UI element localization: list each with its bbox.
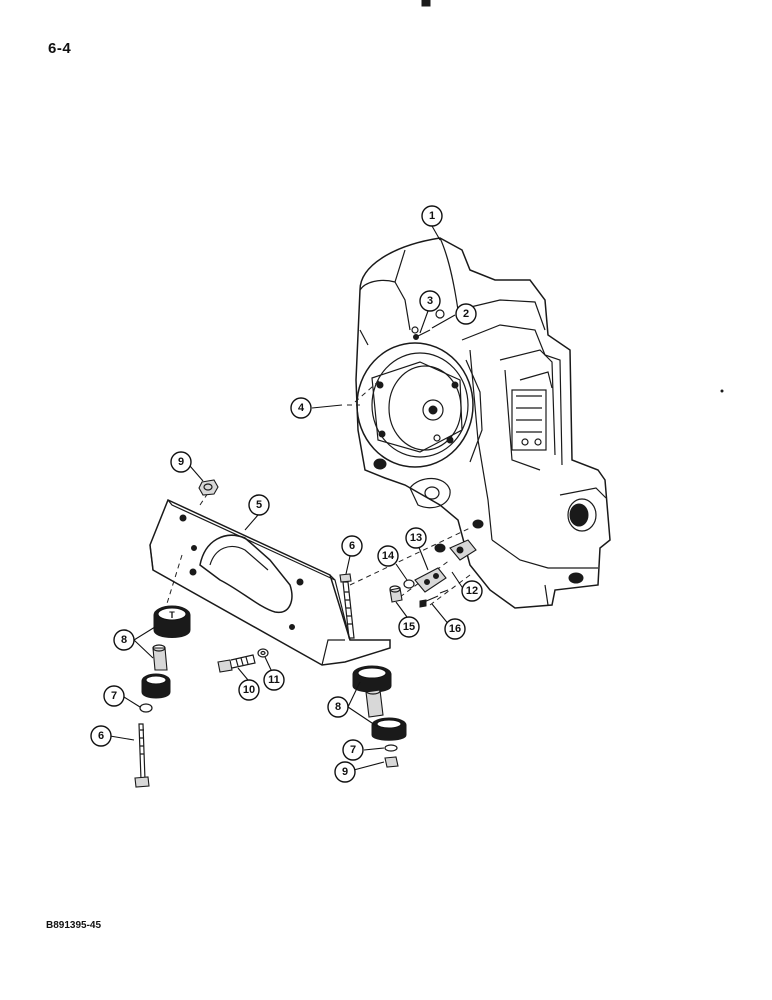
- callout-6b-label: 6: [98, 730, 104, 742]
- callout-3: 3: [419, 290, 441, 312]
- callout-8-isolator-left: 8: [113, 629, 135, 651]
- callout-8a-label: 8: [121, 634, 127, 646]
- callout-14: 14: [377, 545, 399, 567]
- callout-4-label: 4: [298, 402, 305, 414]
- fittings-group: [389, 539, 477, 608]
- callout-8b-label: 8: [335, 701, 341, 713]
- callout-14-label: 14: [382, 550, 395, 562]
- callout-5: 5: [248, 494, 270, 516]
- callout-13: 13: [405, 527, 427, 549]
- left-mount-assembly: T: [134, 605, 191, 788]
- callout-10-label: 10: [243, 684, 255, 696]
- callout-5-label: 5: [256, 499, 262, 511]
- callout-4: 4: [290, 397, 312, 419]
- callout-2: 2: [455, 303, 477, 325]
- callout-15: 15: [398, 616, 420, 638]
- callout-9b-label: 9: [342, 766, 348, 778]
- callout-7-washer-right: 7: [342, 739, 364, 761]
- leader-lines: [109, 225, 465, 772]
- callout-10: 10: [238, 679, 260, 701]
- callout-16-label: 16: [449, 623, 461, 635]
- mounting-bracket: [149, 498, 391, 666]
- callout-11-label: 11: [268, 674, 280, 686]
- nut-top: [198, 479, 219, 496]
- callout-7b-label: 7: [350, 744, 356, 756]
- callout-8-isolator-right: 8: [327, 696, 349, 718]
- callout-2-label: 2: [463, 308, 469, 320]
- callout-12: 12: [461, 580, 483, 602]
- callout-11: 11: [263, 669, 285, 691]
- callout-13-label: 13: [410, 532, 422, 544]
- callout-9-nut-bottom: 9: [334, 761, 356, 783]
- callout-7a-label: 7: [111, 690, 117, 702]
- top-edge-mark: [421, 0, 431, 7]
- callout-6a-label: 6: [349, 540, 355, 552]
- callout-1: 1: [421, 205, 443, 227]
- stray-mark: [720, 389, 724, 393]
- callout-9-nut-top: 9: [170, 451, 192, 473]
- callout-1-label: 1: [429, 210, 435, 222]
- right-mount-assembly: [352, 665, 407, 768]
- page-number: 6-4: [48, 40, 72, 57]
- callout-6-bolt-left: 6: [90, 725, 112, 747]
- callout-3-label: 3: [427, 295, 433, 307]
- center-hardware: [217, 573, 355, 673]
- callout-12-label: 12: [466, 585, 478, 597]
- callout-15-label: 15: [403, 621, 415, 633]
- callout-7-washer-left: 7: [103, 685, 125, 707]
- callout-9a-label: 9: [178, 456, 184, 468]
- transmission-housing: [355, 237, 611, 609]
- callout-6-bolt-center: 6: [341, 535, 363, 557]
- drawing-code: B891395-45: [46, 920, 102, 931]
- svg-text:T: T: [169, 610, 175, 620]
- callout-16: 16: [444, 618, 466, 640]
